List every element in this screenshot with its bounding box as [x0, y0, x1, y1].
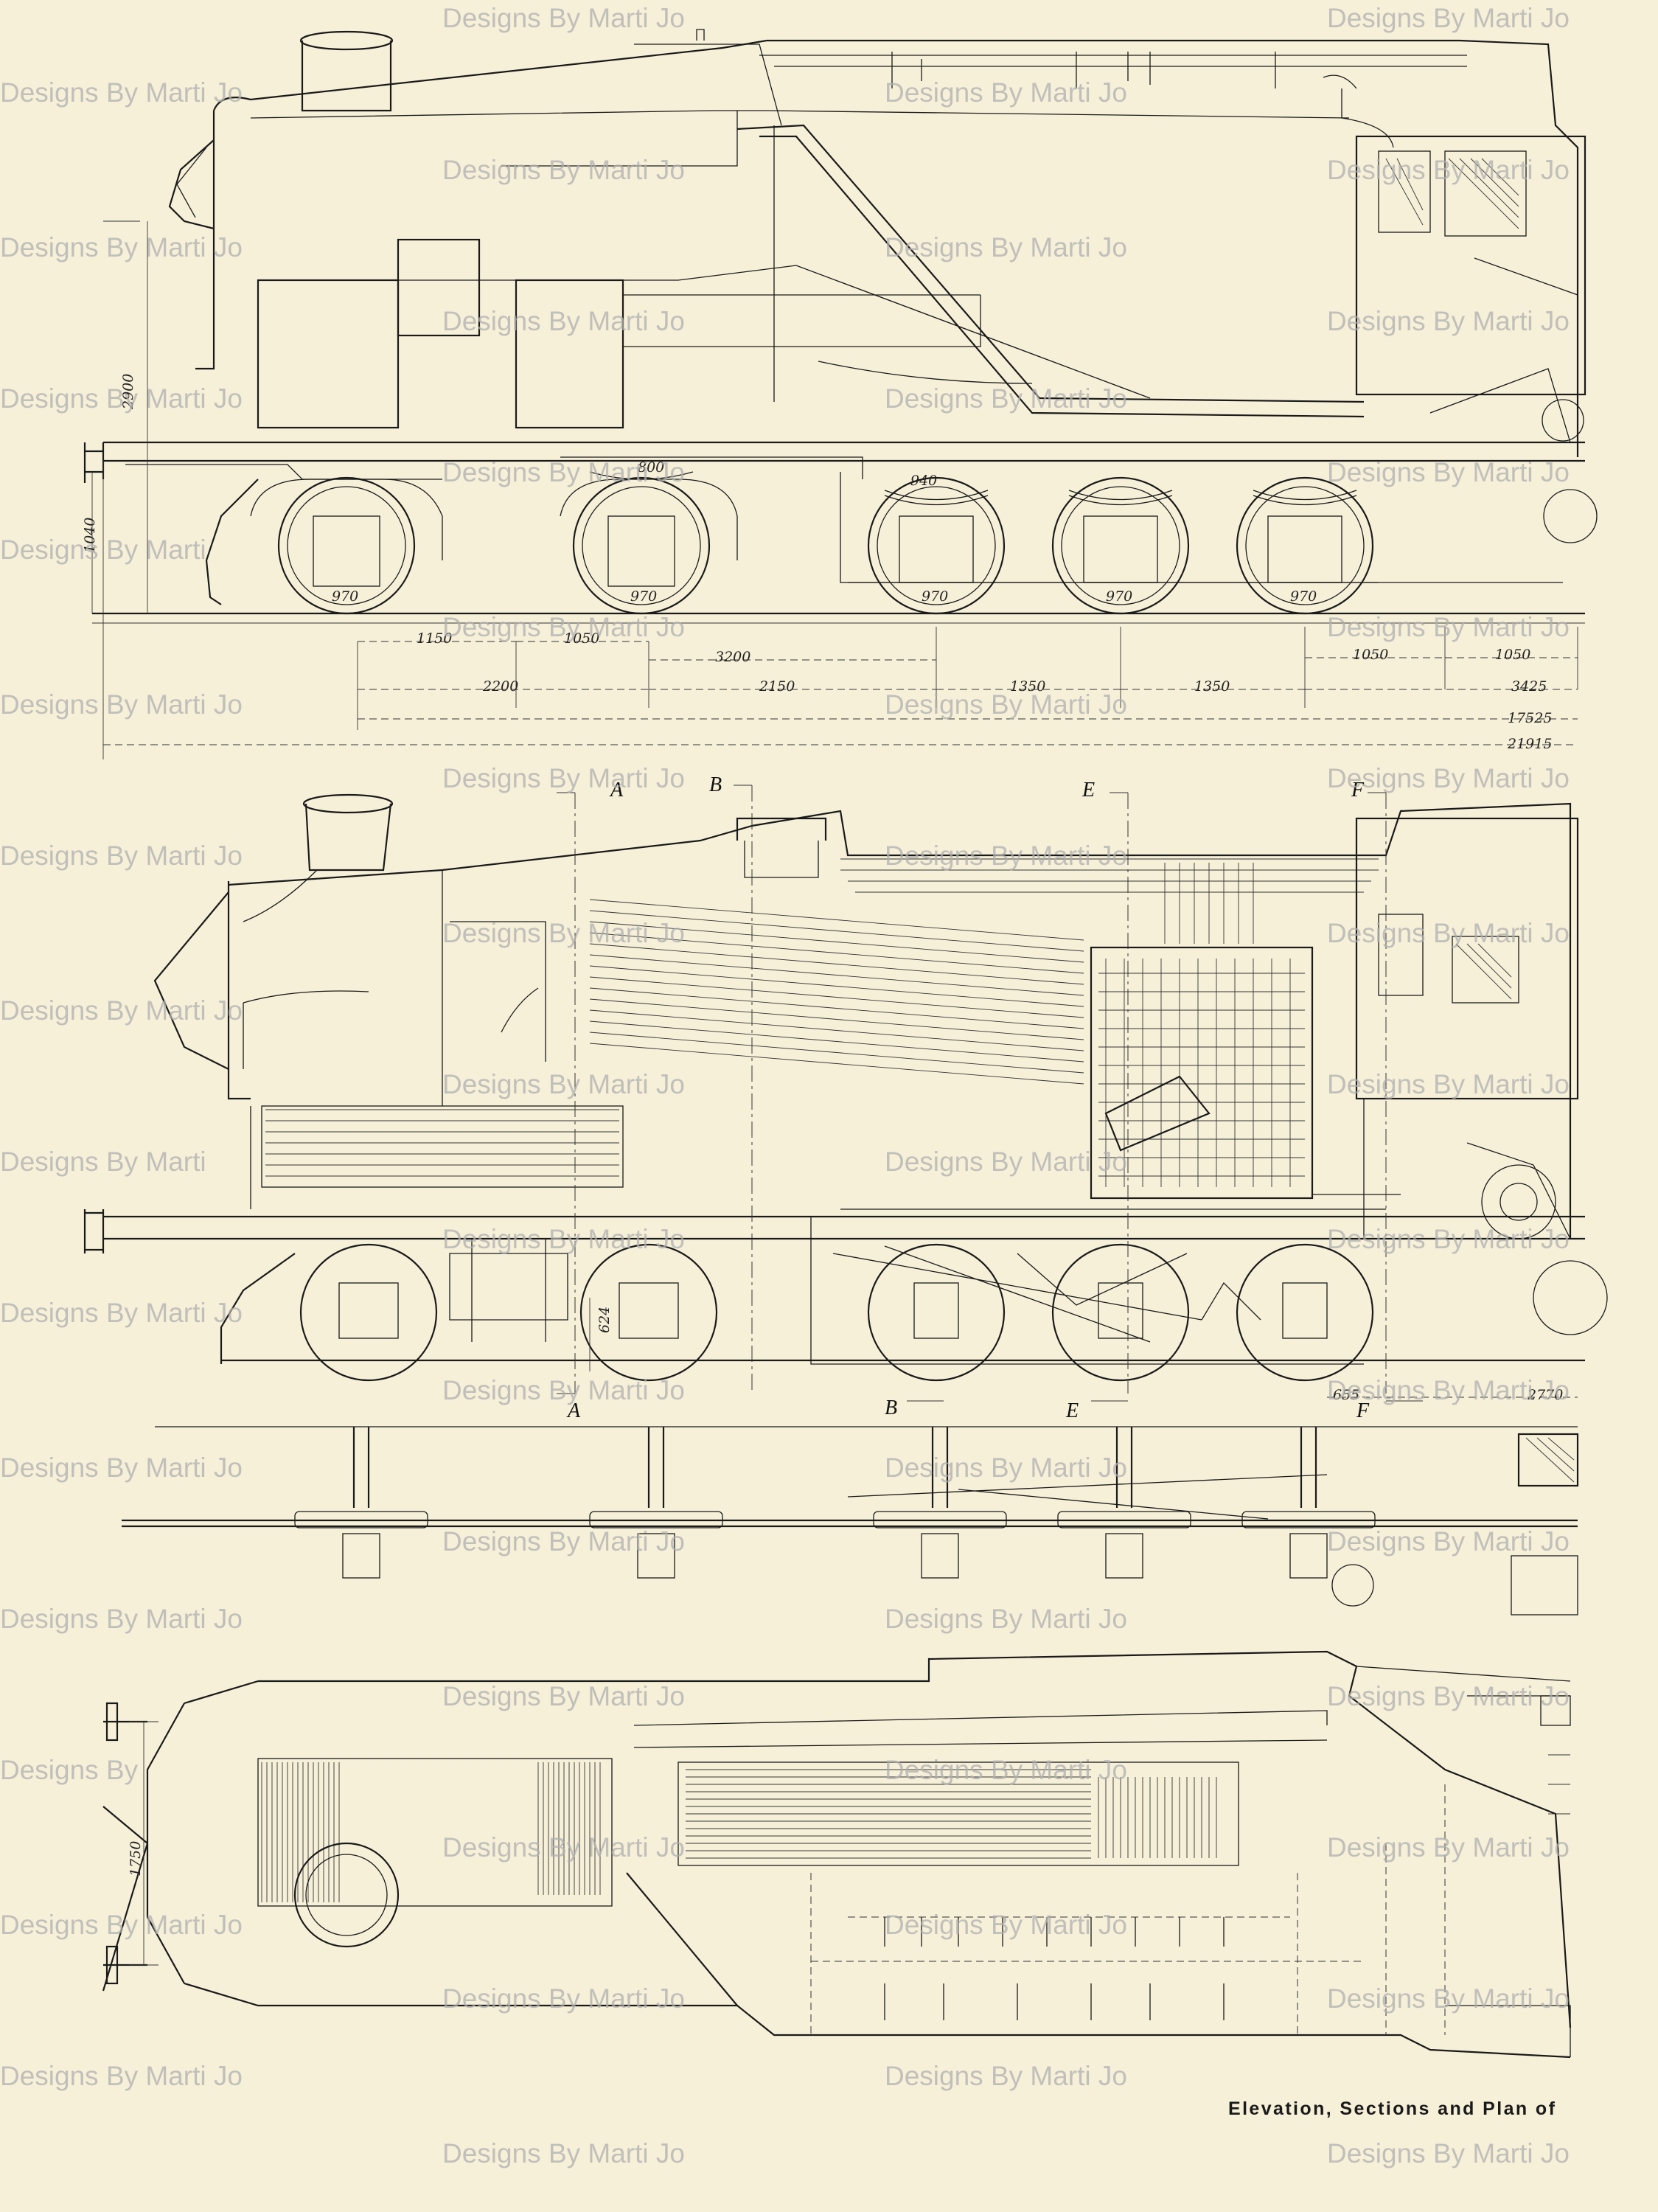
- watermark: Designs By Marti Jo: [1327, 2138, 1570, 2168]
- dim-3200: 3200: [715, 649, 750, 665]
- watermark: Designs By Marti Jo: [1327, 1681, 1570, 1711]
- watermark: Designs By Marti Jo: [442, 1681, 685, 1711]
- watermark: Designs By Marti Jo: [442, 1069, 685, 1099]
- section-marker-a-bottom: A: [566, 1399, 581, 1422]
- watermark: Designs By Marti Jo: [0, 77, 243, 108]
- watermark: Designs By Marti Jo: [885, 1453, 1127, 1483]
- watermark: Designs By Marti Jo: [442, 763, 685, 793]
- watermark: Designs By Marti Jo: [0, 841, 243, 871]
- watermark: Designs By Marti Jo: [1327, 763, 1570, 793]
- watermark: Designs By Marti Jo: [1327, 1375, 1570, 1405]
- watermark: Designs By Marti Jo: [885, 1910, 1127, 1940]
- watermark: Designs By Marti Jo: [1327, 1526, 1570, 1557]
- dim-17525: 17525: [1508, 710, 1552, 726]
- watermark: Designs By: [0, 1755, 139, 1785]
- watermark: Designs By Marti Jo: [442, 1983, 685, 2014]
- dim-21915: 21915: [1507, 736, 1552, 752]
- wheel-diameter-3: 970: [922, 588, 948, 605]
- watermark: Designs By Marti Jo: [1327, 1224, 1570, 1254]
- wheel-diameter-4: 970: [1106, 588, 1132, 605]
- watermark: Designs By Marti Jo: [0, 2061, 243, 2091]
- watermark: Designs By Marti Jo: [1327, 1069, 1570, 1099]
- watermark: Designs By Marti Jo: [442, 306, 685, 336]
- spring-length-dimension: 940: [910, 473, 937, 489]
- watermark: Designs By Marti Jo: [0, 1453, 243, 1483]
- dim-2770: 2770: [1527, 1387, 1563, 1403]
- watermark: Designs By Marti Jo: [442, 612, 685, 642]
- section-marker-f-bottom: F: [1356, 1399, 1370, 1422]
- watermark: Designs By Marti: [0, 535, 206, 565]
- watermark: Designs By Marti: [0, 1147, 206, 1177]
- dim-1350-a: 1350: [1010, 678, 1045, 695]
- dim-1050-b: 1050: [1353, 647, 1388, 663]
- watermark: Designs By Marti Jo: [0, 995, 243, 1026]
- axle-plan-strip: [122, 1426, 1579, 1615]
- watermark: Designs By Marti Jo: [442, 1526, 685, 1557]
- watermark: Designs By Marti Jo: [885, 77, 1127, 108]
- plan-width-dimension: 1750: [128, 1841, 144, 1877]
- spring-spacing-dimension: 800: [638, 459, 664, 476]
- section-marker-e-top: E: [1081, 779, 1095, 801]
- watermark: Designs By Marti Jo: [1327, 1832, 1570, 1863]
- watermark: Designs By Marti Jo: [1327, 612, 1570, 642]
- watermark: Designs By Marti Jo: [1327, 1983, 1570, 2014]
- watermark: Designs By Marti Jo: [885, 232, 1127, 262]
- watermark: Designs By Marti Jo: [442, 2138, 685, 2168]
- dim-2200: 2200: [482, 678, 518, 695]
- watermark: Designs By Marti Jo: [885, 1755, 1127, 1785]
- watermark: Designs By Marti Jo: [1327, 155, 1570, 185]
- section-marker-b-top: B: [709, 773, 722, 796]
- dim-655: 655: [1333, 1387, 1359, 1403]
- dim-1050-a: 1050: [564, 630, 599, 647]
- watermark: Designs By Marti Jo: [1327, 306, 1570, 336]
- wheel-diameter-1: 970: [332, 588, 358, 605]
- watermark: Designs By Marti Jo: [1327, 918, 1570, 948]
- dim-624: 624: [596, 1307, 613, 1333]
- watermark: Designs By Marti Jo: [1327, 457, 1570, 487]
- watermark: Designs By Marti Jo: [885, 2061, 1127, 2091]
- watermark: Designs By Marti Jo: [0, 383, 243, 414]
- watermark: Designs By Marti Jo: [0, 1604, 243, 1634]
- section-wheels: [299, 1243, 1374, 1382]
- side-elevation-drawing: [83, 29, 1598, 624]
- watermark: Designs By Marti Jo: [442, 1224, 685, 1254]
- axle-height-dimension: 1040: [82, 518, 98, 553]
- section-marker-e-bottom: E: [1065, 1399, 1079, 1422]
- section-marker-f-top: F: [1351, 779, 1365, 801]
- dim-3425: 3425: [1511, 678, 1547, 695]
- dim-1150: 1150: [417, 630, 452, 647]
- dim-1050-c: 1050: [1495, 647, 1530, 663]
- watermark: Designs By Marti Jo: [885, 689, 1127, 720]
- section-marker-b-bottom: B: [885, 1397, 897, 1419]
- watermark: Designs By Marti Jo: [885, 1604, 1127, 1634]
- drawing-caption: Elevation, Sections and Plan of: [1228, 2098, 1557, 2119]
- watermark: Designs By Marti Jo: [0, 1298, 243, 1328]
- section-marker-a-top: A: [609, 779, 624, 801]
- watermark: Designs By Marti Jo: [442, 155, 685, 185]
- watermark: Designs By Marti Jo: [442, 1375, 685, 1405]
- watermark: Designs By Marti Jo: [1327, 3, 1570, 33]
- dim-1350-b: 1350: [1194, 678, 1230, 695]
- watermark: Designs By Marti Jo: [0, 689, 243, 720]
- longitudinal-section-drawing: [83, 785, 1608, 1402]
- height-dimension: 2900: [120, 374, 136, 410]
- watermark: Designs By Marti Jo: [885, 1147, 1127, 1177]
- plan-view-drawing: [102, 1650, 1572, 2059]
- boiler-tubes: [589, 899, 1084, 1085]
- dim-2150: 2150: [759, 678, 795, 695]
- elevation-dimensions: [91, 220, 1578, 759]
- watermark: Designs By Marti Jo: [0, 232, 243, 262]
- watermark: Designs By Marti Jo: [442, 1832, 685, 1863]
- wheel-diameter-5: 970: [1290, 588, 1317, 605]
- watermark: Designs By Marti Jo: [442, 918, 685, 948]
- watermark: Designs By Marti Jo: [885, 383, 1127, 414]
- watermark: Designs By Marti Jo: [885, 841, 1127, 871]
- watermark: Designs By Marti Jo: [442, 3, 685, 33]
- watermark: Designs By Marti Jo: [0, 1910, 243, 1940]
- watermark: Designs By Marti Jo: [442, 457, 685, 487]
- wheel-diameter-2: 970: [630, 588, 657, 605]
